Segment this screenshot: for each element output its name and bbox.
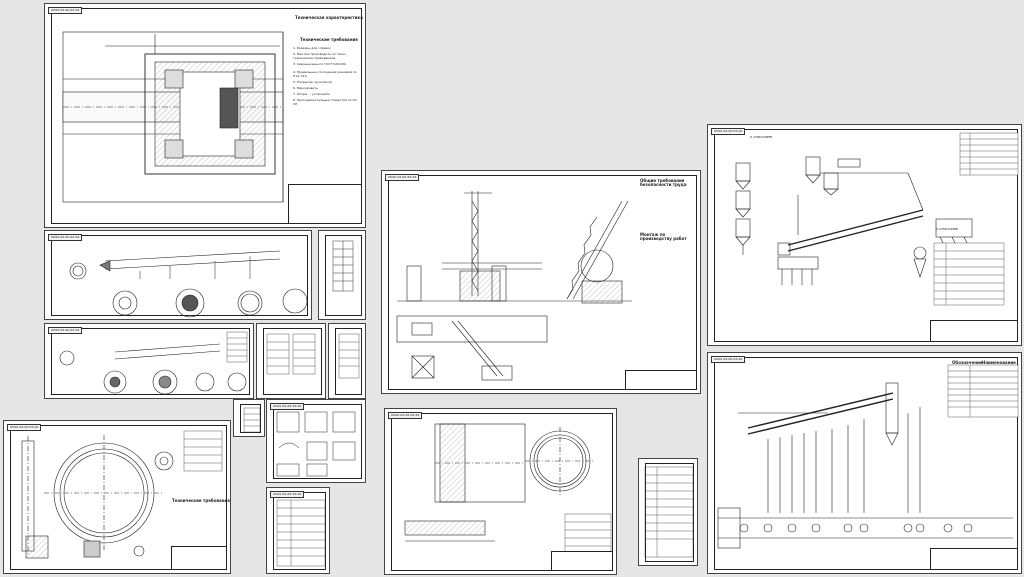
sheet-code-stamp: ХХХХ.ХХ.ХХ.ХХ.ХХ [48,234,83,241]
kiln-assembly-drawing-2 [59,331,248,395]
title-block [930,548,1018,570]
sheet-code-stamp: ХХХХ.ХХ.ХХ.ХХ.ХХ [7,424,42,431]
drawing-frame [335,328,362,395]
sheet-code-stamp: ХХХХ.ХХ.ХХ.ХХ.ХХ [270,403,305,410]
spec-table-drawing [332,240,354,292]
detail-a-drawing [243,407,261,433]
drawing-frame [51,235,308,316]
tech-note-6: 6. Маркировать [293,86,318,90]
drawing-frame [273,404,362,479]
sheet-kiln-support-plan[interactable]: ХХХХ.ХХ.ХХ.ХХ.ХХ Техническая характер [44,3,366,228]
drawing-frame [388,175,697,390]
girth-gear-drawing [21,430,223,559]
drawing-frame [240,404,261,433]
drawing-frame [51,328,250,395]
sheet-detail-a[interactable] [233,399,265,437]
sheet-crane-installation[interactable]: ХХХХ.ХХ.ХХ.ХХ.ХХ Общи [381,170,701,394]
sheet-code-stamp: ХХХХ.ХХ.ХХ.ХХ.ХХ [48,327,83,334]
sheet-code-stamp: ХХХХ.ХХ.ХХ.ХХ.ХХ [48,7,83,14]
title-block [551,551,613,571]
drawing-frame [51,8,362,224]
sheet-detail-b[interactable]: ХХХХ.ХХ.ХХ.ХХ.ХХ [266,399,366,483]
title-block [930,320,1018,342]
sheet-code-stamp: ХХХХ.ХХ.ХХ.ХХ.ХХ [385,174,420,181]
specification-table [276,499,326,567]
crane-drawing [396,191,632,381]
title-block [625,370,697,390]
sheet-specification[interactable]: ХХХХ.ХХ.ХХ.ХХ.ХХ [266,487,330,574]
drawing-frame [391,413,613,571]
sheet-code-stamp: ХХХХ.ХХ.ХХ.ХХ.ХХ [388,412,423,419]
title-block [288,184,362,224]
atmosphere-label-right: К АТМОСФЕРЕ [936,227,959,231]
legend-name-title: Наименование [982,360,1016,365]
title-block [171,546,227,570]
sheet-process-flow[interactable]: ХХХХ.ХХ.ХХ.ХХ.ХХ К АТМОСФЕРЕ К АТМОСФЕРЕ [707,124,1022,346]
sheet-riding-ring[interactable]: ХХХХ.ХХ.ХХ.ХХ.ХХ [384,408,617,575]
legend-designation-title: Обозначение [952,360,983,365]
sheet-kiln-assembly-2[interactable]: ХХХХ.ХХ.ХХ.ХХ.ХХ [44,323,254,399]
drawing-frame [325,235,362,316]
gear-tech-requirements-title: Технические требования [172,498,230,503]
tech-note-4: 4. Предельные отклонения размеров по Н14… [293,70,357,78]
tech-note-2: 2. Монтаж производить согласно техническ… [293,52,347,60]
plan-drawing [62,31,284,203]
sheet-kiln-specs-2[interactable] [256,323,326,399]
safety-requirements-title: Общие требования безопасности труда [640,178,687,187]
work-procedure-title: Монтаж по производству работ [640,232,687,241]
automation-drawing [717,364,1019,549]
tech-characteristic-title: Техническая характеристика [295,15,363,20]
process-flow-drawing [735,132,1019,306]
tech-note-5: 5. Покрытие грунтовкой [293,80,332,84]
sheet-automation-scheme[interactable]: ХХХХ.ХХ.ХХ.ХХ.ХХ Обозначение Наименовани… [707,352,1022,574]
tech-note-8: 8. Присоединительные отверстия по ОТ-ХЛ [293,98,358,106]
sheet-kiln-specs-1[interactable] [318,230,366,320]
sheet-kiln-specs-3[interactable] [328,323,366,399]
tech-note-1: 1. Размеры для справок [293,46,331,50]
drawing-frame [645,463,694,562]
spec-ring-table [644,466,694,558]
drawing-frame [10,425,227,570]
sheet-girth-gear[interactable]: ХХХХ.ХХ.ХХ.ХХ.ХХ Технические требования [3,420,231,574]
atmosphere-label-top: К АТМОСФЕРЕ [750,135,773,139]
drawing-frame [714,129,1018,342]
spec-table [338,333,360,379]
drawing-frame [263,328,322,395]
tech-note-7: 7. Опоры ... установить [293,92,331,96]
sheet-code-stamp: ХХХХ.ХХ.ХХ.ХХ.ХХ [270,491,305,498]
kiln-assembly-drawing [69,250,308,318]
sheet-kiln-assembly-1[interactable]: ХХХХ.ХХ.ХХ.ХХ.ХХ [44,230,312,320]
sheet-code-stamp: ХХХХ.ХХ.ХХ.ХХ.ХХ [711,128,746,135]
detail-b-drawing [276,411,356,477]
sheet-code-stamp: ХХХХ.ХХ.ХХ.ХХ.ХХ [711,356,746,363]
sheet-spec-ring[interactable] [638,458,698,566]
tech-note-3: 3. Сварные швы по ГОСТ 5264-80 [293,62,346,66]
tech-requirements-title: Технические требования [300,37,358,42]
drawing-frame [714,357,1018,570]
spec-tables [266,333,316,375]
